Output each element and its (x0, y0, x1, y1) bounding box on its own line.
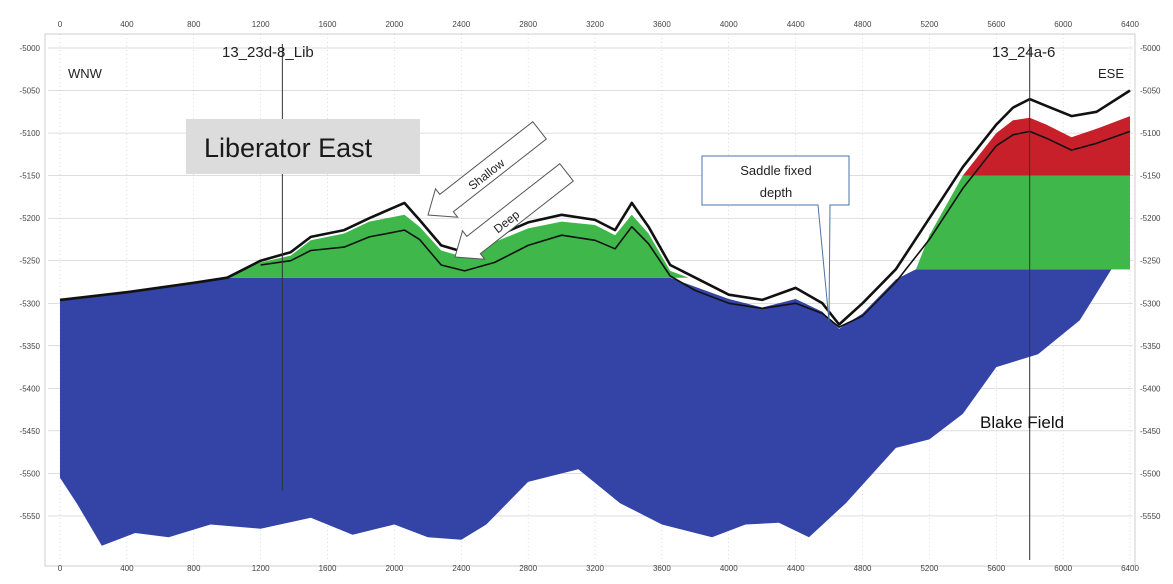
y-tick-label-right: -5250 (1140, 257, 1161, 266)
field-label-right: Blake Field (980, 413, 1064, 432)
x-tick-label-bottom: 4400 (787, 564, 805, 573)
well-lines (281, 44, 1031, 560)
x-tick-label-bottom: 3600 (653, 564, 671, 573)
x-tick-label-bottom: 1200 (252, 564, 270, 573)
x-tick-label-bottom: 400 (120, 564, 134, 573)
x-tick-label-top: 400 (120, 20, 134, 29)
well-label: 13_24a-6 (992, 44, 1055, 61)
shallow-arrow-shape (427, 121, 548, 218)
x-tick-label-top: 0 (58, 20, 63, 29)
x-tick-label-top: 3600 (653, 20, 671, 29)
x-tick-label-bottom: 2000 (385, 564, 403, 573)
field-label-box (186, 119, 420, 174)
x-tick-label-bottom: 2800 (519, 564, 537, 573)
y-tick-label-left: -5450 (20, 427, 41, 436)
x-axis-bottom: 0 400 800 1200 1600 2000 2400 2800 3200 3600 4000 4… (58, 564, 1140, 573)
x-axis-top: 0 400 800 1200 1600 2000 2400 2800 3200 3600 4000 4… (58, 20, 1140, 29)
y-tick-label-right: -5150 (1140, 172, 1161, 181)
x-tick-label-bottom: 1600 (319, 564, 337, 573)
y-tick-label-left: -5200 (20, 214, 41, 223)
x-tick-label-bottom: 800 (187, 564, 201, 573)
y-tick-label-left: -5350 (20, 342, 41, 351)
x-tick-label-bottom: 2400 (452, 564, 470, 573)
x-tick-label-bottom: 6000 (1054, 564, 1072, 573)
y-axis-right: -5000 -5050 -5100 -5150 -5200 -5250 -5300 -5350… (1140, 44, 1161, 521)
y-tick-label-left: -5050 (20, 87, 41, 96)
x-tick-label-top: 2400 (452, 20, 470, 29)
direction-left-label: WNW (68, 66, 103, 81)
x-tick-label-bottom: 6400 (1121, 564, 1139, 573)
well-label: 13_23d-8_Lib (222, 44, 314, 61)
y-tick-label-right: -5500 (1140, 469, 1161, 478)
x-tick-label-top: 5200 (920, 20, 938, 29)
x-tick-label-top: 1200 (252, 20, 270, 29)
x-tick-label-top: 800 (187, 20, 201, 29)
y-tick-label-right: -5350 (1140, 342, 1161, 351)
x-tick-label-top: 3200 (586, 20, 604, 29)
saddle-label-line1: Saddle fixed (740, 163, 812, 178)
x-tick-label-bottom: 0 (58, 564, 63, 573)
y-tick-label-right: -5000 (1140, 44, 1161, 53)
y-tick-label-right: -5400 (1140, 384, 1161, 393)
y-tick-label-left: -5500 (20, 469, 41, 478)
x-tick-label-bottom: 5600 (987, 564, 1005, 573)
y-tick-label-left: -5550 (20, 512, 41, 521)
x-tick-label-top: 2800 (519, 20, 537, 29)
x-tick-label-bottom: 3200 (586, 564, 604, 573)
x-tick-label-bottom: 4000 (720, 564, 738, 573)
y-tick-label-left: -5000 (20, 44, 41, 53)
y-tick-label-right: -5050 (1140, 87, 1161, 96)
gas-zone-east (916, 175, 1130, 270)
x-tick-label-top: 4800 (854, 20, 872, 29)
y-axis-left: -5000 -5050 -5100 -5150 -5200 -5250 -5300 -5350… (20, 44, 41, 521)
x-tick-label-top: 6000 (1054, 20, 1072, 29)
x-tick-label-top: 6400 (1121, 20, 1139, 29)
saddle-callout: Saddle fixed depth (701, 155, 850, 322)
horizon-lines (59, 89, 1131, 328)
x-tick-label-top: 4000 (720, 20, 738, 29)
y-tick-label-right: -5300 (1140, 299, 1161, 308)
x-tick-label-top: 5600 (987, 20, 1005, 29)
y-tick-label-left: -5300 (20, 299, 41, 308)
x-tick-label-bottom: 4800 (854, 564, 872, 573)
y-tick-label-left: -5150 (20, 172, 41, 181)
y-tick-label-right: -5550 (1140, 512, 1161, 521)
y-tick-label-left: -5250 (20, 257, 41, 266)
y-tick-label-left: -5100 (20, 129, 41, 138)
x-tick-label-top: 4400 (787, 20, 805, 29)
field-label-left: Liberator East (204, 133, 373, 163)
y-tick-label-left: -5400 (20, 384, 41, 393)
saddle-label-line2: depth (760, 185, 793, 200)
y-tick-label-right: -5100 (1140, 129, 1161, 138)
deep-horizon-line (260, 130, 1131, 328)
y-tick-label-right: -5200 (1140, 214, 1161, 223)
shallow-horizon-line (59, 89, 1131, 326)
deep-arrow-shape (454, 163, 575, 260)
saddle-callout-box (701, 155, 850, 322)
x-tick-label-bottom: 5200 (920, 564, 938, 573)
x-tick-label-top: 1600 (319, 20, 337, 29)
x-tick-label-top: 2000 (385, 20, 403, 29)
gas-zone-west (227, 214, 689, 278)
direction-right-label: ESE (1098, 66, 1124, 81)
y-tick-label-right: -5450 (1140, 427, 1161, 436)
oil-zone (962, 116, 1130, 176)
